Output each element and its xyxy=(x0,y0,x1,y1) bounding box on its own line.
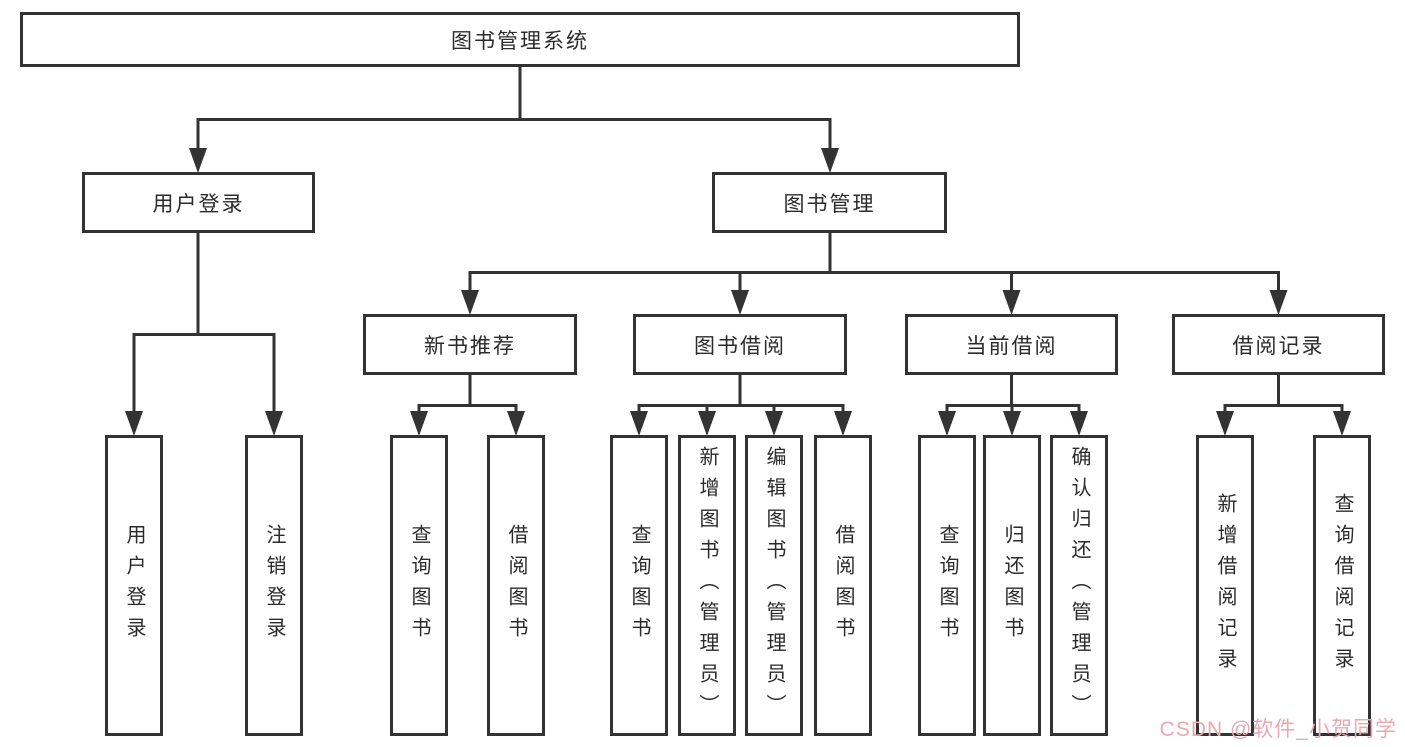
node-label: 图书管理系统 xyxy=(451,29,589,53)
leaf-query-books-borrow: 查询图书 xyxy=(610,435,668,736)
node-label: 当前借阅 xyxy=(965,334,1058,358)
leaf-label: 编辑图书（管理员） xyxy=(763,446,785,725)
leaf-label: 确认归还（管理员） xyxy=(1068,446,1090,725)
leaf-query-borrow-record: 查询借阅记录 xyxy=(1313,435,1371,736)
leaf-add-books-admin: 新增图书（管理员） xyxy=(678,435,736,736)
leaf-query-books-recommend: 查询图书 xyxy=(390,435,448,736)
node-label: 图书借阅 xyxy=(694,334,786,358)
leaf-label: 借阅图书 xyxy=(505,523,527,648)
leaf-label: 查询图书 xyxy=(408,523,430,648)
watermark: CSDN @软件_小贺同学 xyxy=(1159,718,1397,741)
leaf-edit-books-admin: 编辑图书（管理员） xyxy=(745,435,803,736)
leaf-label: 新增图书（管理员） xyxy=(696,446,718,725)
leaf-confirm-return-admin: 确认归还（管理员） xyxy=(1050,435,1108,736)
leaf-borrow-books: 借阅图书 xyxy=(814,435,872,736)
leaf-label: 查询图书 xyxy=(628,523,650,648)
node-borrowing-records: 借阅记录 xyxy=(1172,314,1385,375)
node-label: 新书推荐 xyxy=(424,334,516,358)
node-label: 借阅记录 xyxy=(1232,334,1325,358)
leaf-label: 用户登录 xyxy=(123,523,145,648)
node-book-borrowing: 图书借阅 xyxy=(633,314,847,375)
leaf-label: 查询借阅记录 xyxy=(1331,492,1353,679)
leaf-logout: 注销登录 xyxy=(245,435,303,736)
leaf-return-books: 归还图书 xyxy=(983,435,1041,736)
leaf-label: 新增借阅记录 xyxy=(1214,492,1236,679)
node-label: 用户登录 xyxy=(152,192,245,216)
leaf-label: 注销登录 xyxy=(263,523,285,648)
leaf-label: 借阅图书 xyxy=(832,523,854,648)
leaf-user-login: 用户登录 xyxy=(105,435,163,736)
node-label: 图书管理 xyxy=(783,192,876,216)
arrowheads xyxy=(125,148,1351,436)
leaf-borrow-books-recommend: 借阅图书 xyxy=(487,435,545,736)
leaf-label: 查询图书 xyxy=(936,523,958,648)
node-new-book-recommend: 新书推荐 xyxy=(363,314,577,375)
leaf-add-borrow-record: 新增借阅记录 xyxy=(1196,435,1254,736)
node-user-login: 用户登录 xyxy=(82,172,315,233)
leaf-query-books-current: 查询图书 xyxy=(918,435,976,736)
node-current-borrowing: 当前借阅 xyxy=(905,314,1118,375)
node-book-management: 图书管理 xyxy=(712,172,947,233)
node-library-management-system: 图书管理系统 xyxy=(20,12,1020,67)
leaf-label: 归还图书 xyxy=(1001,523,1023,648)
